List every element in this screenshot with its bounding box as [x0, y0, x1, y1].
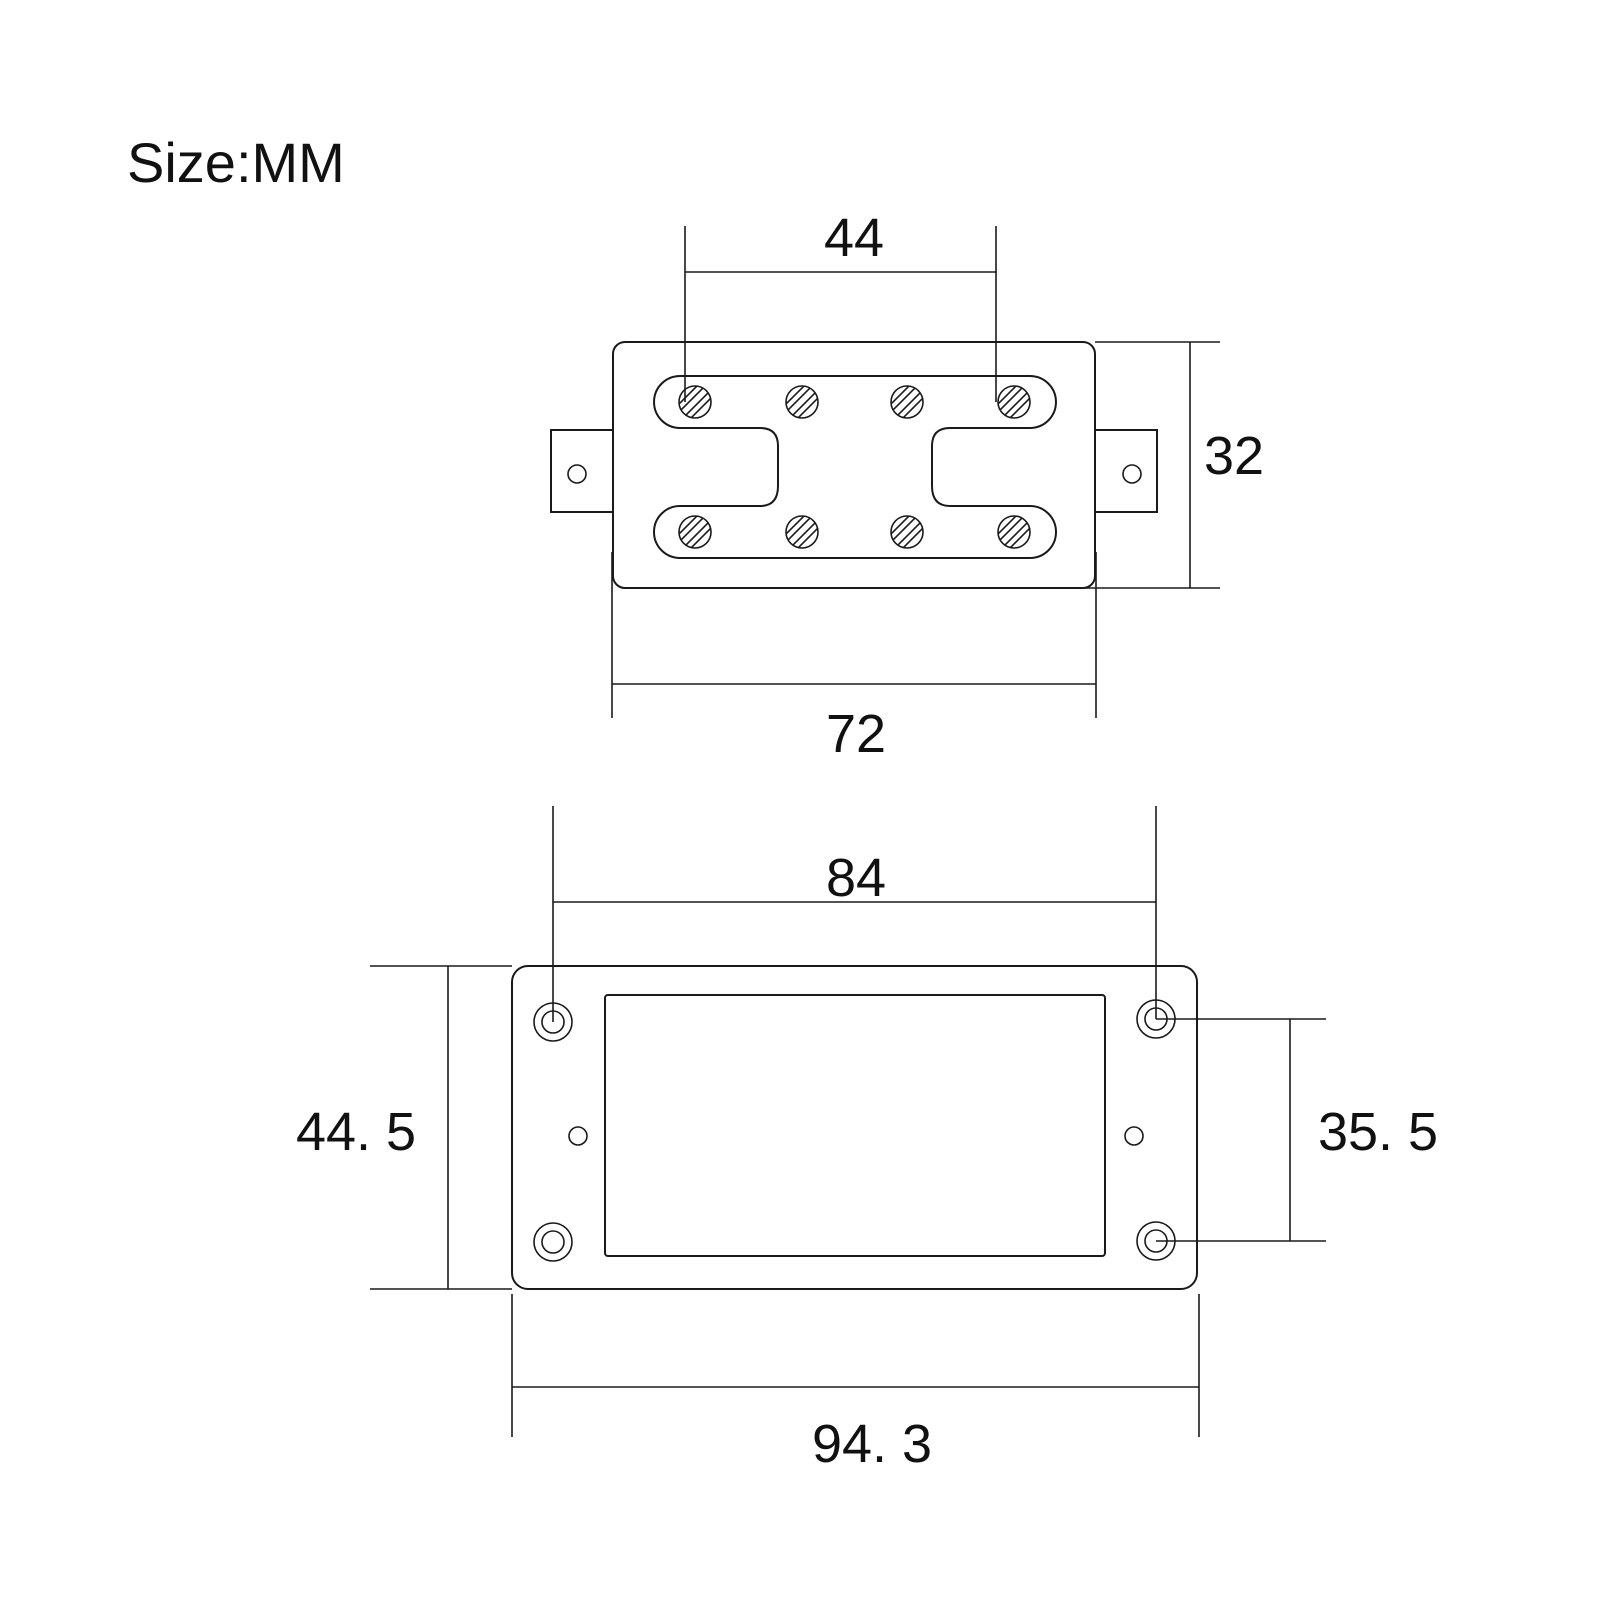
dim-mount-vertical: 35. 5: [1318, 1102, 1438, 1162]
pole-piece: [776, 506, 828, 558]
pickup-top-view: 44 32 72: [550, 208, 1264, 764]
pickup-body: [612, 341, 1096, 589]
pole-piece: [776, 376, 828, 428]
size-label: Size:MM: [127, 131, 345, 194]
mounting-ring-view: 84 44. 5 35. 5 94. 3: [296, 806, 1438, 1474]
right-mounting-ear: [1095, 429, 1158, 513]
pole-piece: [881, 376, 933, 428]
dim-ring-height: 44. 5: [296, 1102, 416, 1162]
ring-inner-cutout: [604, 994, 1106, 1257]
side-hole-left: [568, 1126, 588, 1146]
pole-piece: [669, 506, 721, 558]
dim-pole-spacing: 44: [824, 208, 884, 268]
pole-piece: [669, 376, 721, 428]
pole-piece: [881, 506, 933, 558]
dim-ring-width: 94. 3: [812, 1414, 932, 1474]
left-mounting-ear: [550, 429, 613, 513]
side-hole-right: [1124, 1126, 1144, 1146]
dim-pickup-height: 32: [1204, 426, 1264, 486]
pole-piece: [988, 506, 1040, 558]
screw-hole-bottom-left: [533, 1222, 573, 1262]
left-ear-hole: [567, 464, 587, 484]
pole-slot-outline: [653, 375, 1057, 559]
right-ear-hole: [1122, 464, 1142, 484]
dim-pickup-width: 72: [826, 704, 886, 764]
dim-mount-spacing: 84: [826, 848, 886, 908]
ring-outer-edge: [511, 965, 1198, 1290]
